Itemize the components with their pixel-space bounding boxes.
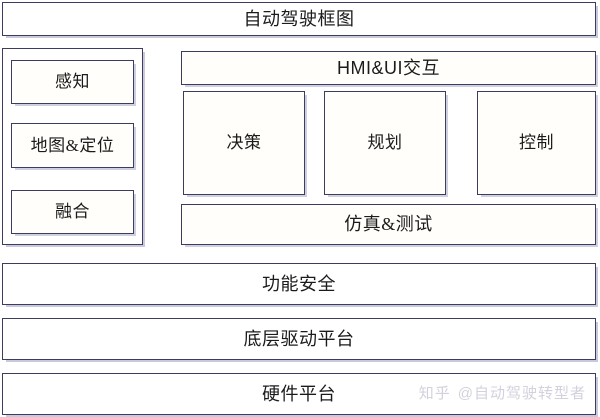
layer-driver-platform-label: 底层驱动平台 xyxy=(243,328,355,349)
block-planning-label: 规划 xyxy=(367,133,403,153)
layer-functional-safety-label: 功能安全 xyxy=(262,273,336,294)
diagram-title-box: 自动驾驶框图 xyxy=(2,2,596,36)
block-fusion[interactable]: 融合 xyxy=(11,190,134,234)
block-simulation-test-label: 仿真&测试 xyxy=(344,214,433,235)
page-title: 自动驾驶框图 xyxy=(243,8,355,29)
block-perception-label: 感知 xyxy=(55,72,90,92)
block-perception[interactable]: 感知 xyxy=(11,60,134,104)
block-map-localization-label: 地图&定位 xyxy=(30,135,115,155)
block-fusion-label: 融合 xyxy=(55,202,90,222)
block-decision-label: 决策 xyxy=(226,133,262,153)
block-map-localization[interactable]: 地图&定位 xyxy=(11,123,134,168)
block-planning[interactable]: 规划 xyxy=(324,91,446,195)
layer-driver-platform[interactable]: 底层驱动平台 xyxy=(2,318,596,360)
block-simulation-test[interactable]: 仿真&测试 xyxy=(181,204,596,245)
layer-functional-safety[interactable]: 功能安全 xyxy=(2,263,596,305)
block-hmi-ui[interactable]: HMI&UI交互 xyxy=(181,51,596,85)
layer-hardware-platform[interactable]: 硬件平台 xyxy=(2,373,596,415)
block-control-label: 控制 xyxy=(519,133,554,153)
block-decision[interactable]: 决策 xyxy=(183,91,305,195)
layer-hardware-platform-label: 硬件平台 xyxy=(262,383,336,404)
block-hmi-ui-label: HMI&UI交互 xyxy=(337,57,440,78)
block-control[interactable]: 控制 xyxy=(477,91,596,195)
